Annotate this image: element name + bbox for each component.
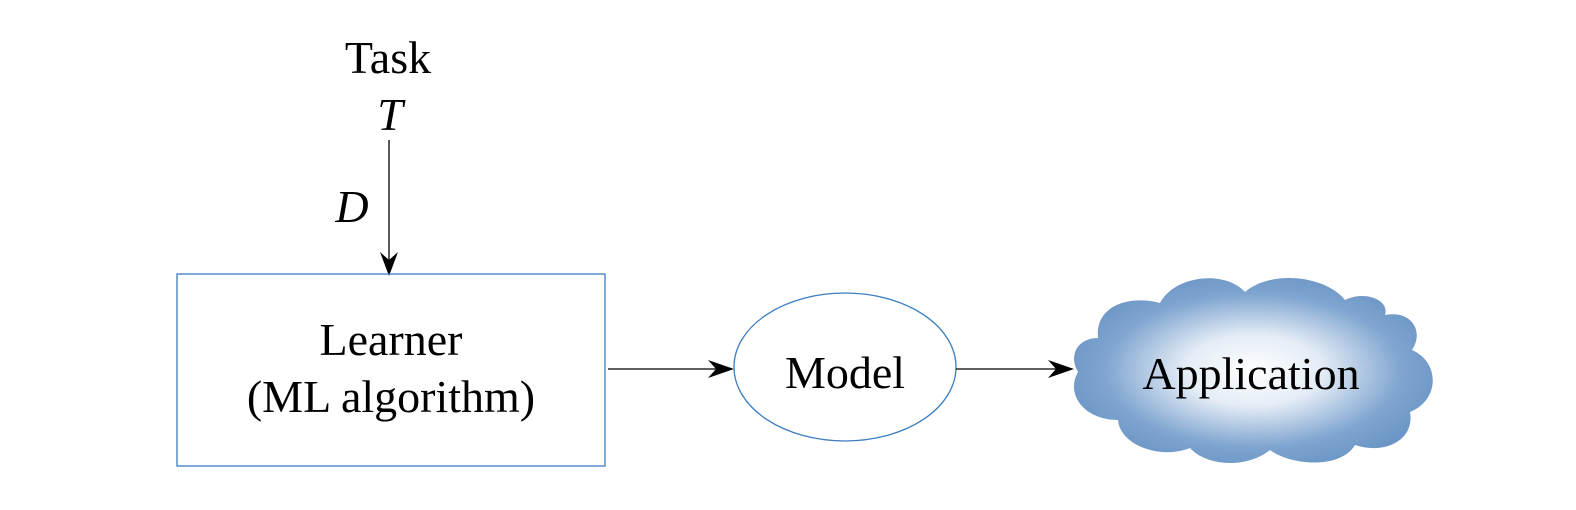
application-label: Application	[1142, 348, 1359, 399]
model-label: Model	[785, 347, 905, 398]
arrow-task-to-learner	[380, 140, 398, 276]
task-symbol: T	[377, 89, 406, 140]
data-label: D	[334, 181, 368, 232]
arrow-learner-to-model	[608, 360, 734, 378]
learner-subtitle: (ML algorithm)	[247, 371, 535, 422]
task-title: Task	[345, 32, 431, 83]
learner-title: Learner	[320, 314, 463, 365]
learner-box	[176, 273, 606, 467]
model-ellipse	[733, 292, 957, 442]
arrow-model-to-application	[956, 360, 1074, 378]
application-cloud	[1073, 278, 1433, 463]
